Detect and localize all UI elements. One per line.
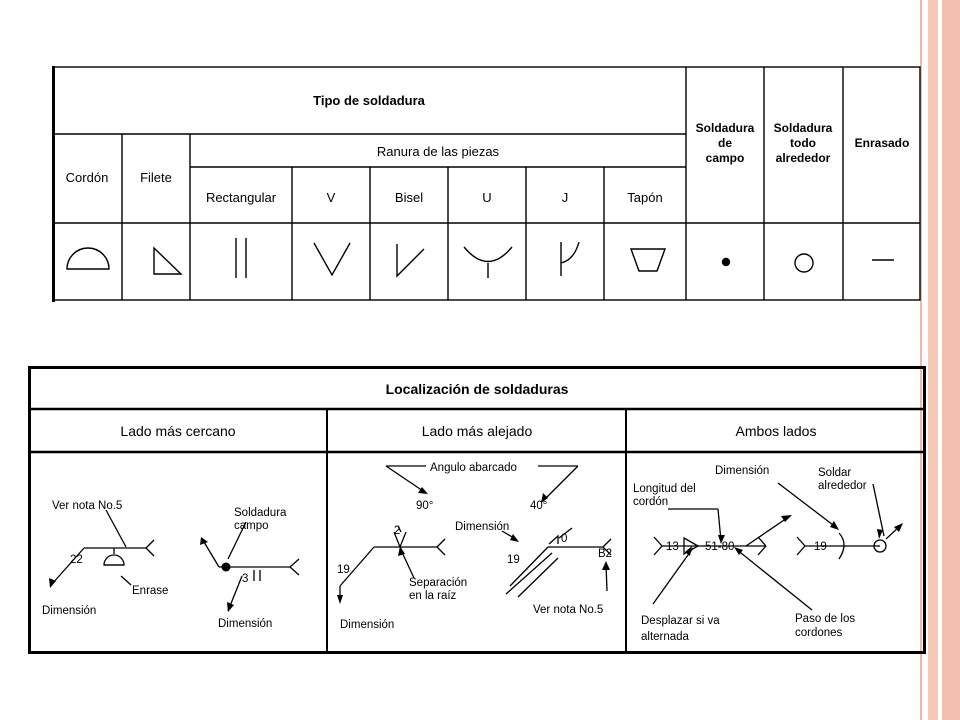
c1-soldadura-2: campo bbox=[234, 520, 269, 532]
table-title: Localización de soldaduras bbox=[386, 381, 569, 397]
u-groove-icon bbox=[463, 246, 513, 278]
c2-b2: B2 bbox=[598, 548, 612, 560]
header-tapon: Tapón bbox=[627, 190, 662, 205]
header-lado-alejado: Lado más alejado bbox=[422, 423, 533, 439]
weld-all-around-icon bbox=[794, 253, 814, 273]
v-groove-icon bbox=[313, 242, 351, 277]
table-grid bbox=[52, 66, 921, 301]
c1-num-22: 22 bbox=[70, 554, 83, 566]
c3-paso-2: cordones bbox=[795, 627, 843, 639]
c2-angulo: Angulo abarcado bbox=[430, 462, 517, 474]
weld-type-table: Tipo de soldadura Cordón Filete Ranura d… bbox=[52, 66, 921, 302]
c2-dimension-b: Dimensión bbox=[455, 521, 509, 533]
c3-paso-1: Paso de los bbox=[795, 613, 855, 625]
field-weld-icon bbox=[721, 257, 731, 267]
bevel-groove-icon bbox=[396, 244, 425, 278]
c2-separacion-1: Separación bbox=[409, 577, 467, 589]
header-campo-1: Soldadura bbox=[696, 121, 755, 135]
far-side-arrowheads bbox=[337, 487, 610, 604]
plug-weld-icon bbox=[630, 248, 666, 272]
c3-dimension: Dimensión bbox=[715, 465, 769, 477]
header-filete: Filete bbox=[140, 170, 172, 185]
c3-desplazar-2: alternada bbox=[641, 631, 690, 643]
border-stripe-outer bbox=[942, 0, 960, 720]
header-campo-2: de bbox=[718, 136, 732, 150]
c2-ver-nota: Ver nota No.5 bbox=[533, 604, 603, 616]
header-alrededor-1: Soldadura bbox=[774, 121, 833, 135]
c3-longitud-2: cordón bbox=[633, 496, 668, 508]
j-groove-icon bbox=[560, 241, 580, 276]
header-alrededor-2: todo bbox=[790, 136, 816, 150]
c3-soldar-1: Soldar bbox=[818, 467, 851, 479]
c1-enrase: Enrase bbox=[132, 585, 168, 597]
c2-deg90: 90° bbox=[416, 500, 433, 512]
border-stripe-wide bbox=[928, 0, 938, 720]
header-campo-3: campo bbox=[706, 151, 745, 165]
both-sides-diagram bbox=[652, 482, 901, 611]
c3-desplazar-1: Desplazar si va bbox=[641, 615, 720, 627]
near-side-arrowheads bbox=[49, 537, 234, 612]
c2-num-0: 0 bbox=[561, 533, 567, 545]
header-alrededor-3: alrededor bbox=[776, 151, 831, 165]
header-cordon: Cordón bbox=[66, 170, 109, 185]
far-side-diagram bbox=[339, 465, 612, 601]
c3-longitud-1: Longitud del bbox=[633, 483, 696, 495]
square-groove-icon bbox=[235, 238, 247, 278]
c2-num-2: 2 bbox=[394, 525, 400, 537]
header-lado-cercano: Lado más cercano bbox=[120, 423, 235, 439]
table-title: Tipo de soldadura bbox=[313, 93, 425, 108]
field-weld-flag-icon bbox=[221, 562, 231, 572]
c3-num-19: 19 bbox=[814, 541, 827, 553]
header-v: V bbox=[327, 190, 336, 205]
c3-soldar-2: alrededor bbox=[818, 480, 867, 492]
header-rectangular: Rectangular bbox=[206, 190, 277, 205]
c2-dimension-a: Dimensión bbox=[340, 619, 394, 631]
header-j: J bbox=[562, 190, 569, 205]
c1-ver-nota: Ver nota No.5 bbox=[52, 500, 122, 512]
both-sides-arrowheads bbox=[685, 515, 903, 556]
c1-num-3: 3 bbox=[242, 573, 248, 585]
fillet-weld-icon bbox=[153, 246, 183, 275]
c1-dimension2: Dimensión bbox=[218, 618, 272, 630]
header-ambos-lados: Ambos lados bbox=[736, 423, 817, 439]
header-u: U bbox=[482, 190, 491, 205]
weld-location-table: Localización de soldaduras Lado más cerc… bbox=[28, 366, 926, 654]
c2-deg40: 40° bbox=[530, 500, 547, 512]
header-bisel: Bisel bbox=[395, 190, 423, 205]
header-ranura: Ranura de las piezas bbox=[377, 144, 500, 159]
c3-num-5180: 51-80 bbox=[705, 541, 734, 553]
table-grid bbox=[28, 366, 926, 654]
c1-dimension: Dimensión bbox=[42, 605, 96, 617]
border-stripe-thin bbox=[920, 0, 922, 720]
c1-soldadura-1: Soldadura bbox=[234, 507, 287, 519]
bead-weld-icon bbox=[66, 247, 110, 270]
header-enrasado: Enrasado bbox=[855, 136, 910, 150]
c3-num-13: 13 bbox=[666, 541, 679, 553]
c2-separacion-2: en la raíz bbox=[409, 590, 457, 602]
c2-num-19b: 19 bbox=[507, 554, 520, 566]
c2-num-19a: 19 bbox=[337, 564, 350, 576]
